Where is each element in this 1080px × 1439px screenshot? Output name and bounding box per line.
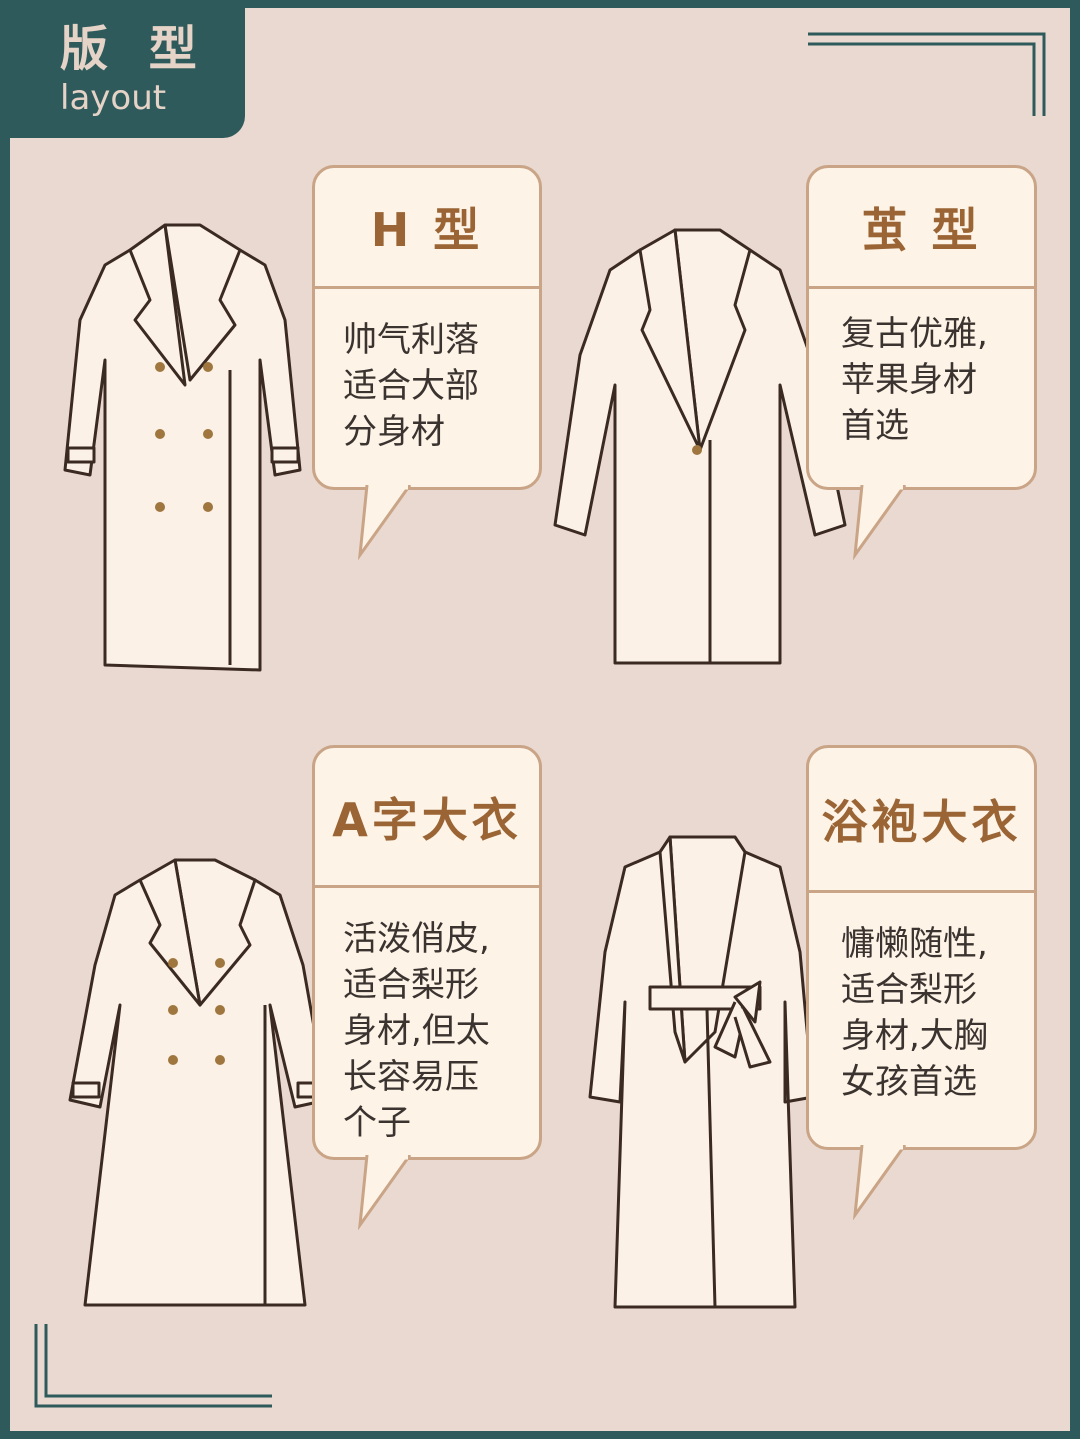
speech-bubble-tail xyxy=(357,485,412,560)
speech-bubble-tail xyxy=(852,1145,907,1220)
a-line-coat-illustration xyxy=(68,858,329,1307)
style-title: 茧 型 xyxy=(809,168,1034,289)
style-title: A字大衣 xyxy=(315,748,539,888)
style-description: 慵懒随性, 适合梨形 身材,大胸 女孩首选 xyxy=(841,924,988,1102)
style-title: H 型 xyxy=(315,168,539,289)
h-coat-illustration xyxy=(63,223,302,672)
style-card-cocoon: 茧 型 复古优雅, 苹果身材 首选 xyxy=(806,165,1037,490)
robe-coat-illustration xyxy=(588,835,815,1309)
section-subtitle: layout xyxy=(60,78,167,118)
cocoon-coat-illustration xyxy=(553,228,847,665)
style-card-robe: 浴袍大衣 慵懒随性, 适合梨形 身材,大胸 女孩首选 xyxy=(806,745,1037,1150)
section-badge: 版 型 layout xyxy=(10,8,245,138)
speech-bubble-tail xyxy=(852,485,907,560)
style-description: 活泼俏皮, 适合梨形 身材,但太 长容易压 个子 xyxy=(343,919,490,1143)
corner-decoration-top-right xyxy=(808,32,1046,116)
style-title: 浴袍大衣 xyxy=(809,748,1034,893)
section-title: 版 型 xyxy=(60,21,209,77)
corner-decoration-bottom-left xyxy=(34,1324,272,1408)
style-card-h: H 型 帅气利落 适合大部 分身材 xyxy=(312,165,542,490)
speech-bubble-tail xyxy=(357,1155,412,1230)
style-card-a-line: A字大衣 活泼俏皮, 适合梨形 身材,但太 长容易压 个子 xyxy=(312,745,542,1160)
style-description: 复古优雅, 苹果身材 首选 xyxy=(841,314,988,446)
style-description: 帅气利落 适合大部 分身材 xyxy=(343,320,479,452)
